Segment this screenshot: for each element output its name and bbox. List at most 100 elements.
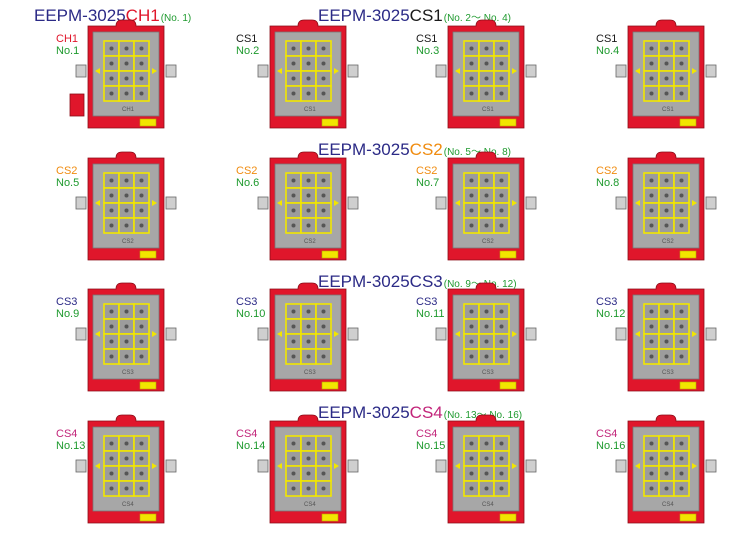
terminal-dot [649,223,654,228]
left-connector [257,64,269,78]
left-connector [257,327,269,341]
terminal-dot [679,456,684,461]
terminal-dot [291,61,296,66]
terminal-dot [139,91,144,96]
heading-cs1-range: (No. 2～ No. 4) [443,13,511,24]
terminal-dot [321,178,326,183]
yellow-indicator [321,250,339,259]
left-connector [435,459,447,473]
terminal-dot [664,61,669,66]
right-connector [525,64,537,78]
device-tag: CS3 [482,370,494,376]
terminal-dot [484,339,489,344]
right-connector [705,459,717,473]
terminal-dot [124,223,129,228]
device-drawing [435,282,537,392]
terminal-dot [484,324,489,329]
terminal-dot [124,471,129,476]
device-module: CS1 [257,19,359,130]
terminal-dot [499,46,504,51]
terminal-dot [321,223,326,228]
terminal-dot [124,339,129,344]
device-number: No.7 [416,177,440,189]
terminal-dot [664,486,669,491]
yellow-indicator [499,118,517,127]
device-module: CH1 [69,19,177,130]
terminal-dot [109,223,114,228]
heading-cs2-base: EEPM-3025 [318,140,410,159]
terminal-dot [649,339,654,344]
arrow-mark [334,200,339,206]
terminal-dot [291,441,296,446]
terminal-dot [109,339,114,344]
arrow-mark [152,331,157,337]
terminal-dot [291,324,296,329]
terminal-dot [649,324,654,329]
terminal-dot [664,91,669,96]
device-tag: CS4 [304,502,316,508]
right-connector [347,196,359,210]
terminal-dot [469,223,474,228]
device-module: CS2 [257,151,359,262]
yellow-indicator [139,381,157,390]
terminal-dot [124,441,129,446]
terminal-dot [664,339,669,344]
terminal-dot [291,76,296,81]
terminal-dot [469,339,474,344]
terminal-dot [109,354,114,359]
device-name: CS3 [236,296,258,308]
terminal-dot [664,76,669,81]
arrow-mark [635,331,640,337]
terminal-dot [484,309,489,314]
device-number: No.4 [596,45,620,57]
terminal-dot [109,46,114,51]
terminal-dot [139,324,144,329]
terminal-dot [321,61,326,66]
terminal-dot [499,61,504,66]
device-module: CS3 [257,282,359,393]
terminal-dot [499,223,504,228]
terminal-dot [664,441,669,446]
terminal-dot [139,178,144,183]
right-connector [165,327,177,341]
device-name: CS4 [236,428,258,440]
arrow-mark [455,331,460,337]
side-terminal-block [69,93,85,117]
terminal-dot [109,208,114,213]
device-module: CS4 [615,414,717,525]
arrow-mark [277,200,282,206]
arrow-mark [334,68,339,74]
terminal-dot [321,354,326,359]
terminal-dot [649,208,654,213]
device-name: CS2 [56,165,78,177]
device-drawing [435,414,537,524]
device-tag: CS3 [122,370,134,376]
terminal-dot [321,456,326,461]
terminal-dot [484,91,489,96]
terminal-dot [469,309,474,314]
yellow-indicator [499,250,517,259]
heading-cs2: EEPM-3025CS2(No. 5～ No. 8) [318,140,511,160]
terminal-dot [291,309,296,314]
terminal-dot [291,223,296,228]
device-module: CS1 [615,19,717,130]
heading-ch1-range: (No. 1) [160,13,192,24]
terminal-dot [306,61,311,66]
terminal-dot [109,324,114,329]
terminal-dot [321,441,326,446]
heading-cs1-base: EEPM-3025 [318,6,410,25]
terminal-dot [499,76,504,81]
terminal-dot [679,61,684,66]
right-connector [165,196,177,210]
terminal-dot [291,486,296,491]
terminal-dot [321,471,326,476]
